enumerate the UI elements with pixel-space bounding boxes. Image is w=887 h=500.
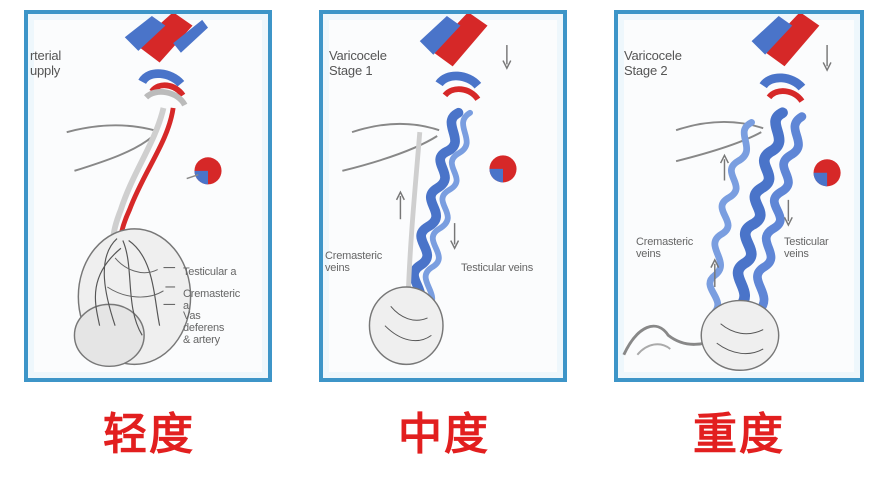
cremasteric-veins-label: Cremasteric veins xyxy=(325,250,383,274)
panel-varicocele-stage-2: Varicocele Stage 2 Cremasteric veins Tes… xyxy=(614,10,864,382)
caption-mild: 轻度 xyxy=(103,409,195,460)
panel-title: rterial upply xyxy=(30,48,62,78)
panel-title: Varicocele Stage 2 xyxy=(624,48,682,78)
caption-moderate: 中度 xyxy=(398,409,490,460)
stage-2-illustration xyxy=(622,14,841,371)
cremasteric-artery-label: Cremasteric a xyxy=(183,288,241,312)
panel-title: Varicocele Stage 1 xyxy=(329,48,387,78)
arterial-supply-illustration xyxy=(66,14,222,368)
panel-varicocele-stage-1: Varicocele Stage 1 Cremasteric veins Tes… xyxy=(319,10,567,382)
vas-deferens-label: Vas deferens & artery xyxy=(183,310,225,346)
cremasteric-veins-label: Cremasteric veins xyxy=(636,236,694,260)
testicular-veins-label: Testicular veins xyxy=(784,236,829,260)
caption-severe: 重度 xyxy=(693,409,785,460)
testicular-artery-label: Testicular a xyxy=(183,266,237,278)
stage-1-illustration xyxy=(342,14,517,366)
testicular-veins-label: Testicular veins xyxy=(461,262,533,274)
panel-arterial-supply: rterial upply Testicular a Cremasteric a… xyxy=(24,10,272,382)
